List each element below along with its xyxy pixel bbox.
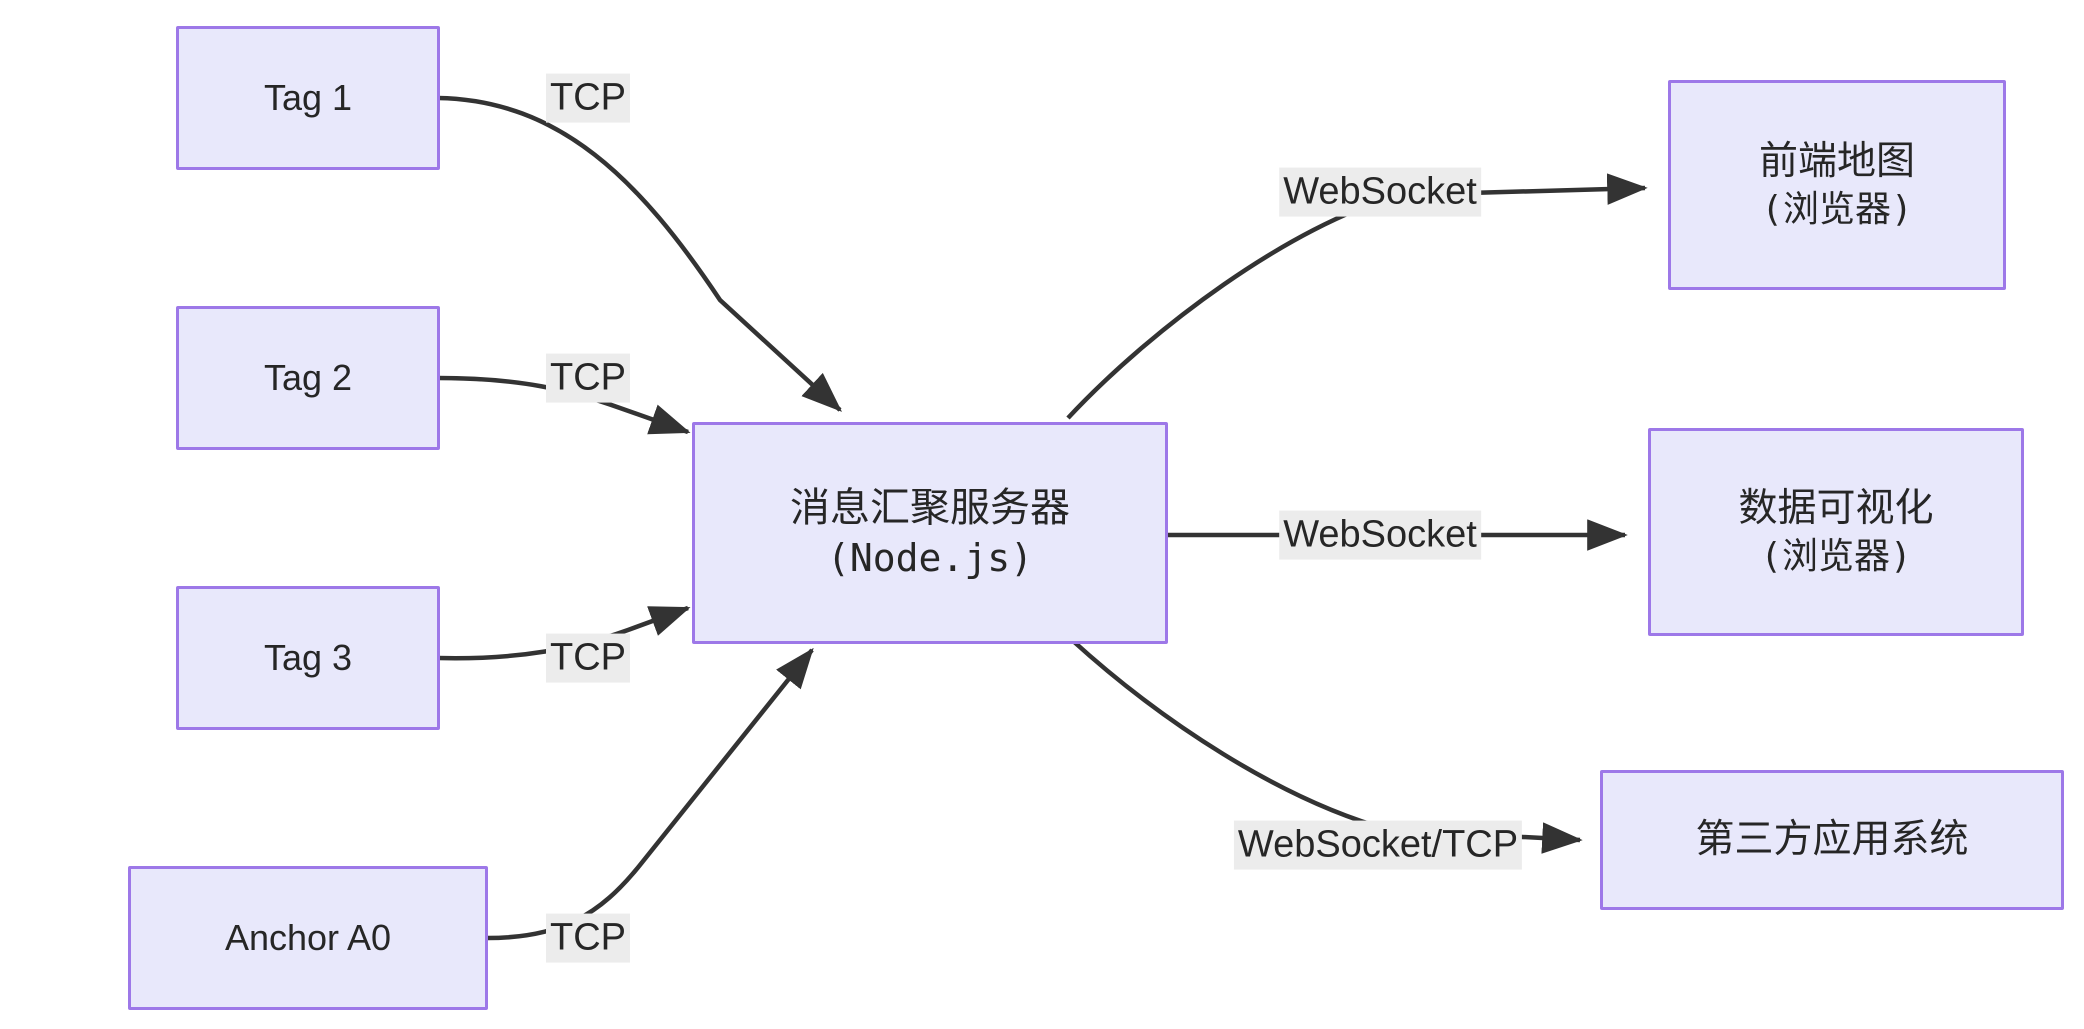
node-third-party-system[interactable]: 第三方应用系统 [1600,770,2064,910]
node-tag1[interactable]: Tag 1 [176,26,440,170]
node-frontend-map[interactable]: 前端地图 (浏览器) [1668,80,2006,290]
node-message-hub-server[interactable]: 消息汇聚服务器 (Node.js) [692,422,1168,644]
node-tag3[interactable]: Tag 3 [176,586,440,730]
edge-tag1-server [437,95,842,412]
node-anchor-a0[interactable]: Anchor A0 [128,866,488,1010]
edge-label-tag3-tcp: TCP [546,633,630,683]
node-server-label-line2: (Node.js) [827,536,1033,581]
edge-label-map-websocket: WebSocket [1279,167,1481,217]
node-tag1-label: Tag 1 [263,76,353,118]
edge-anchor0-server [487,647,814,941]
edge-label-tag1-tcp: TCP [546,73,630,123]
node-server-label-line1: 消息汇聚服务器 [790,486,1070,531]
node-map-label-line1: 前端地图 [1758,140,1915,183]
node-anchor-a0-label: Anchor A0 [224,916,392,958]
node-data-visualization[interactable]: 数据可视化 (浏览器) [1648,428,2024,636]
node-viz-label-line1: 数据可视化 [1738,487,1934,530]
edge-label-tag2-tcp: TCP [546,353,630,403]
edge-server-third [1070,638,1583,854]
node-tag3-label: Tag 3 [263,636,353,678]
edge-label-viz-websocket: WebSocket [1279,510,1481,560]
edge-label-third-websocket-tcp: WebSocket/TCP [1233,820,1523,870]
node-viz-label-line2: (浏览器) [1760,535,1912,577]
node-tag2[interactable]: Tag 2 [176,306,440,450]
edge-label-anchor0-tcp: TCP [546,913,630,963]
node-third-label: 第三方应用系统 [1695,818,1969,862]
node-tag2-label: Tag 2 [263,356,353,398]
node-map-label-line2: (浏览器) [1761,188,1913,230]
edge-server-map [1066,173,1648,420]
